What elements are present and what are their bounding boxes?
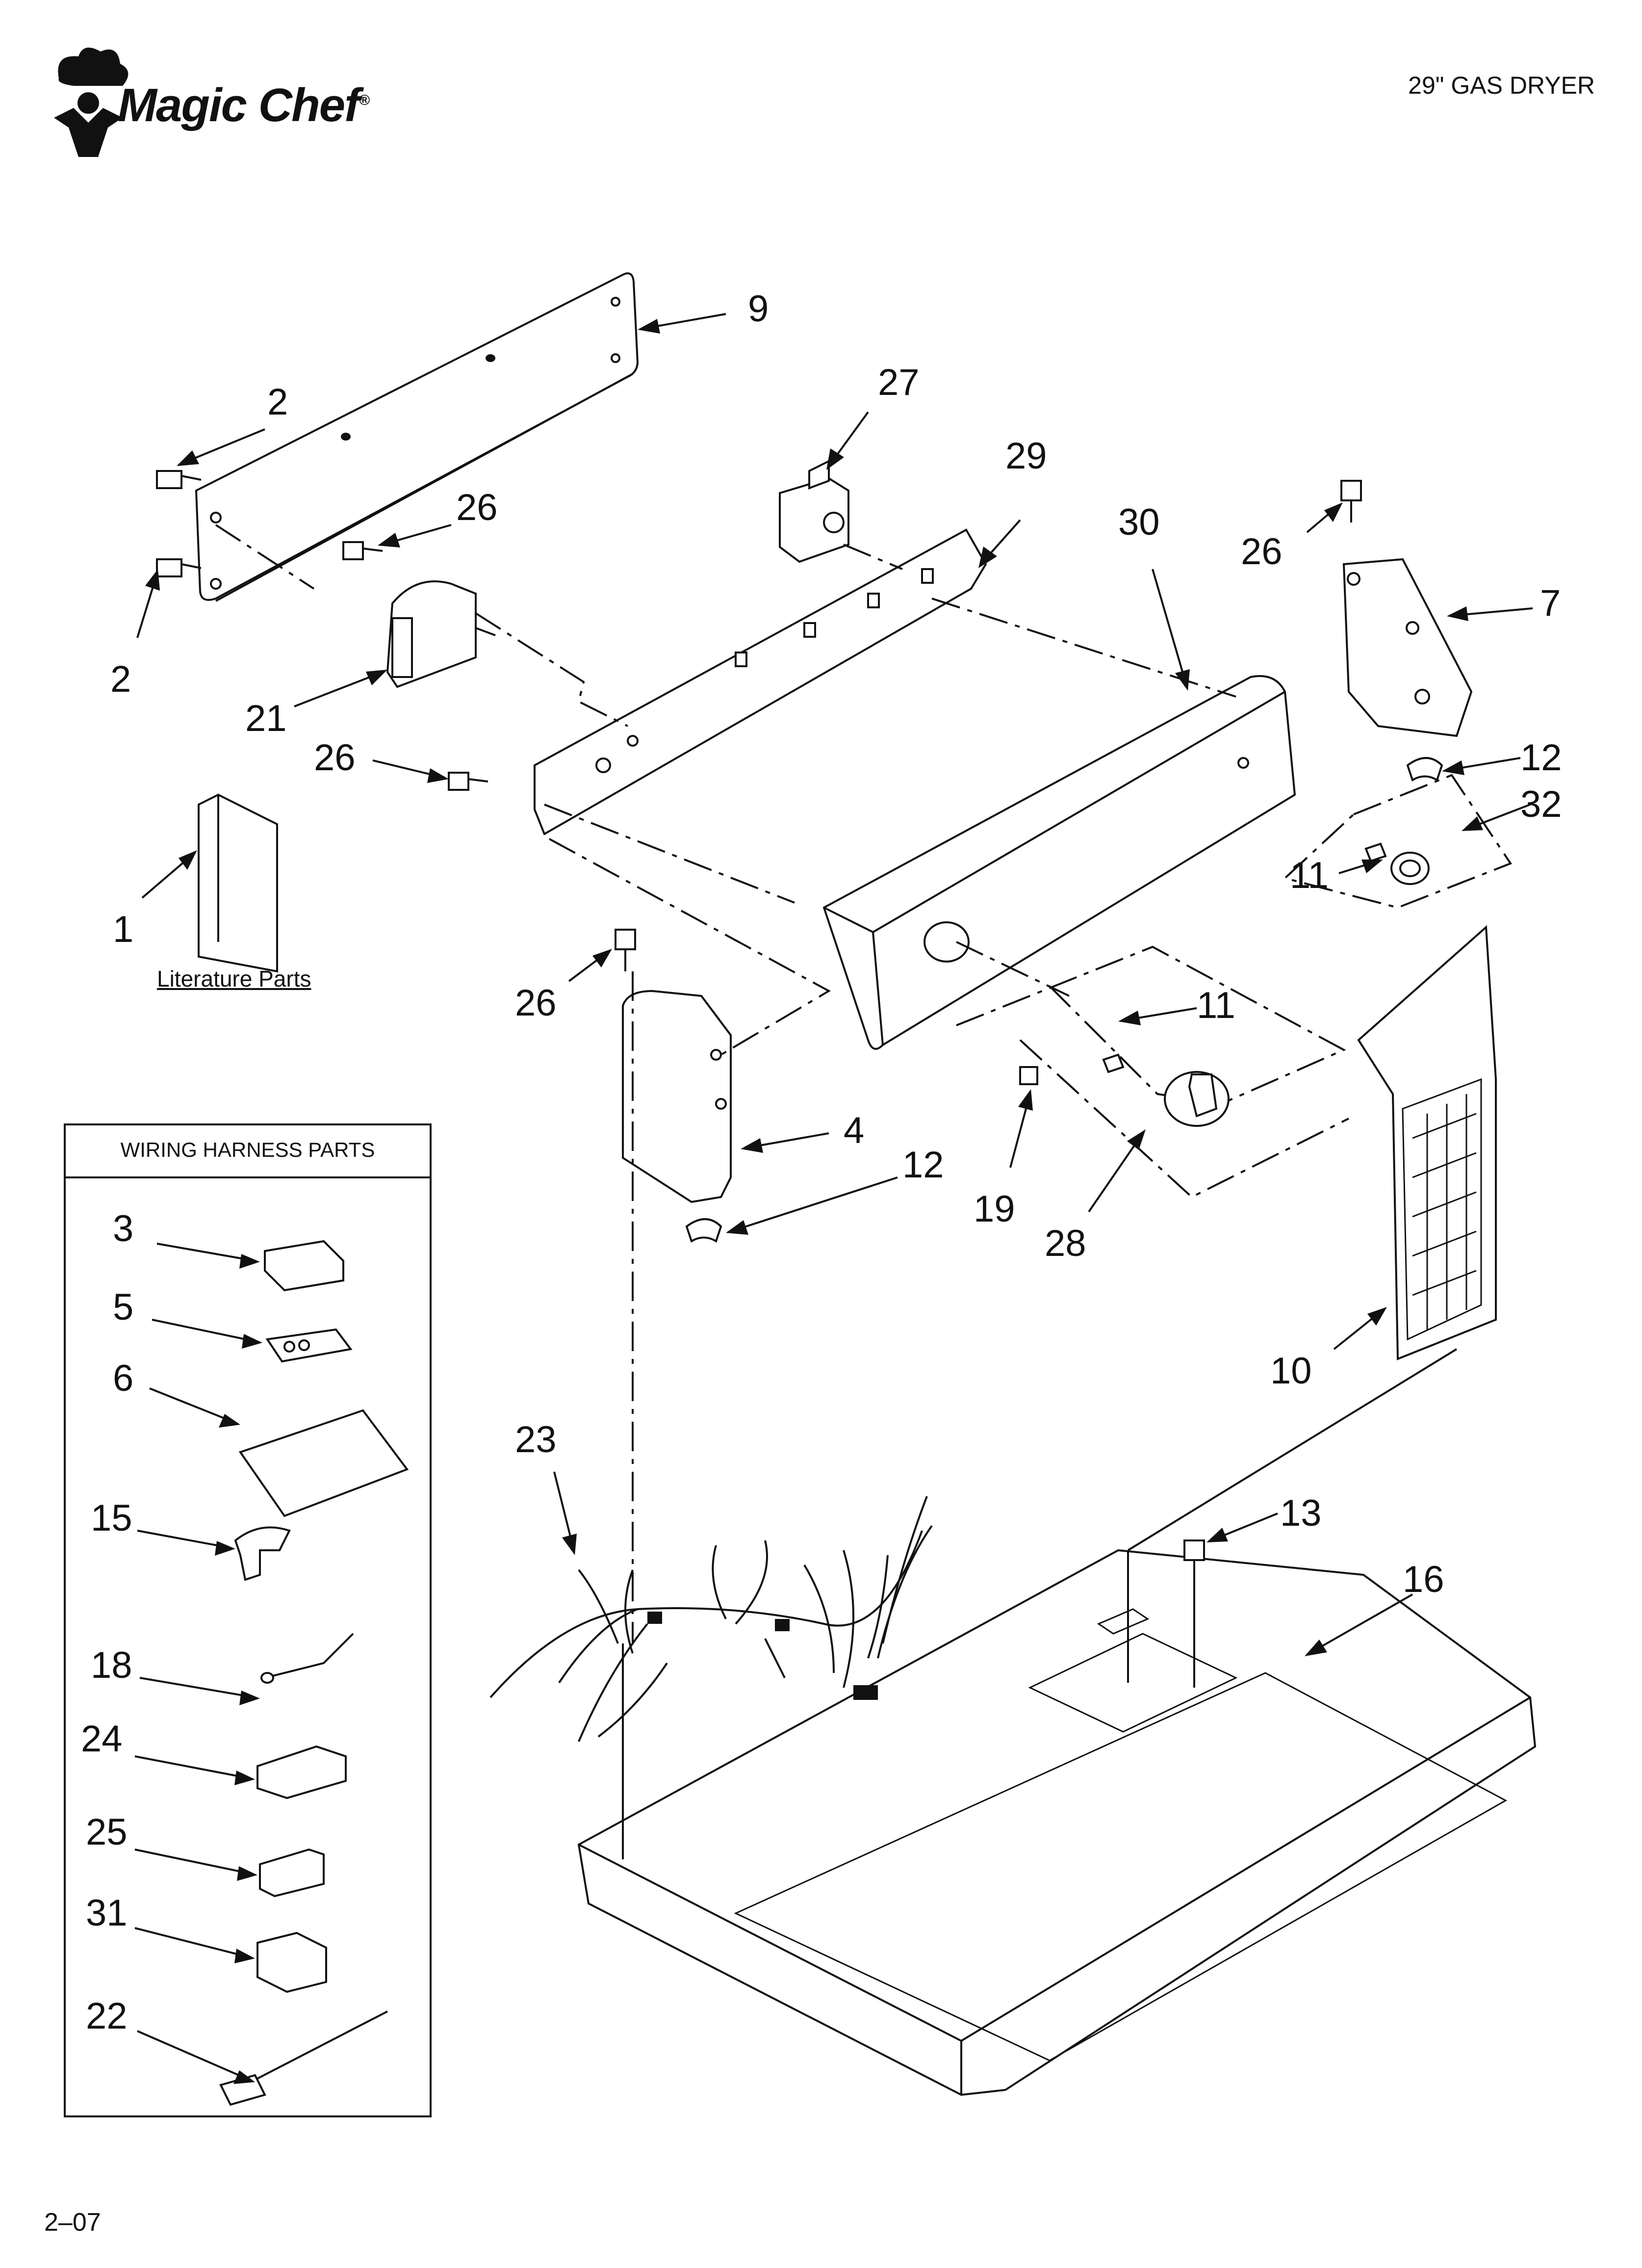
brand-name: Magic Chef®: [118, 78, 370, 132]
part-29-console-bracket: [534, 528, 987, 835]
chef-hat-icon: [54, 48, 128, 157]
part-28-timer-knob: [956, 945, 1349, 1199]
callout-1: 1: [113, 909, 133, 950]
callout-harness-3: 3: [113, 1208, 133, 1250]
callout-harness-15: 15: [91, 1497, 132, 1539]
part-26-screws: [342, 480, 1362, 971]
callout-26-lower: 26: [515, 982, 557, 1024]
part-23-wire-harness: [489, 1496, 933, 1742]
callout-4: 4: [844, 1110, 864, 1151]
callout-12-right: 12: [1520, 737, 1562, 779]
callout-10: 10: [1270, 1350, 1312, 1392]
callout-23: 23: [515, 1419, 557, 1460]
callout-28: 28: [1045, 1223, 1086, 1264]
callout-harness-25: 25: [86, 1811, 128, 1853]
callout-13: 13: [1280, 1492, 1322, 1534]
callout-21: 21: [245, 698, 287, 739]
callout-12-middle: 12: [902, 1144, 944, 1186]
callout-11-middle: 11: [1197, 985, 1235, 1026]
callout-27: 27: [878, 362, 920, 403]
part-13-screw: [1183, 1539, 1205, 1582]
literature-parts-label: Literature Parts: [157, 966, 311, 991]
part-1-literature: [198, 793, 278, 973]
callout-harness-24: 24: [81, 1718, 123, 1760]
wiring-harness-title: WIRING HARNESS PARTS: [64, 1123, 432, 1178]
callout-16: 16: [1403, 1559, 1444, 1600]
callout-9: 9: [748, 288, 769, 330]
callout-2-top: 2: [267, 381, 288, 423]
callout-26-upper: 26: [456, 487, 498, 528]
callout-26-middle: 26: [314, 737, 356, 779]
leader-arrows: [136, 313, 1533, 1656]
part-10-lint-screen: [1357, 925, 1497, 1360]
part-2-screws: [156, 470, 202, 577]
part-4-end-cap: [622, 990, 732, 1203]
brand-name-text: Magic Chef: [118, 79, 360, 131]
wiring-harness-box: [64, 1123, 432, 2117]
part-32-knob: [1283, 774, 1513, 909]
page-footer: 2–07: [44, 2208, 101, 2237]
callout-harness-5: 5: [113, 1286, 133, 1328]
callout-11-right: 11: [1290, 855, 1329, 896]
callout-30: 30: [1118, 501, 1160, 543]
part-9-rear-bracket: [195, 272, 639, 602]
callout-2-bottom: 2: [110, 658, 131, 700]
callout-29: 29: [1005, 435, 1047, 477]
callout-19: 19: [974, 1188, 1015, 1230]
trademark: ®: [359, 92, 370, 108]
callout-harness-6: 6: [113, 1357, 133, 1399]
part-21-timer: [386, 580, 496, 688]
brand-logo: [39, 44, 412, 157]
part-30-console: [822, 675, 1296, 1050]
part-16-top-panel: [577, 1549, 1537, 2096]
part-7-end-cap: [1342, 558, 1473, 737]
callout-32: 32: [1520, 783, 1562, 825]
part-27-switch: [779, 459, 849, 563]
harness-parts-illustrations: [134, 1240, 409, 2106]
callout-26-right: 26: [1241, 531, 1283, 573]
callout-harness-31: 31: [86, 1892, 128, 1934]
callout-harness-22: 22: [86, 1995, 128, 2037]
callout-numbers: 9 27 29 30 2 2 26 21 26 1 7 26 12 32 11 …: [81, 288, 1562, 2037]
part-12-clips: [685, 757, 1443, 1243]
callout-harness-18: 18: [91, 1644, 132, 1686]
model-title: 29" GAS DRYER: [1408, 72, 1595, 99]
callout-7: 7: [1540, 582, 1561, 624]
